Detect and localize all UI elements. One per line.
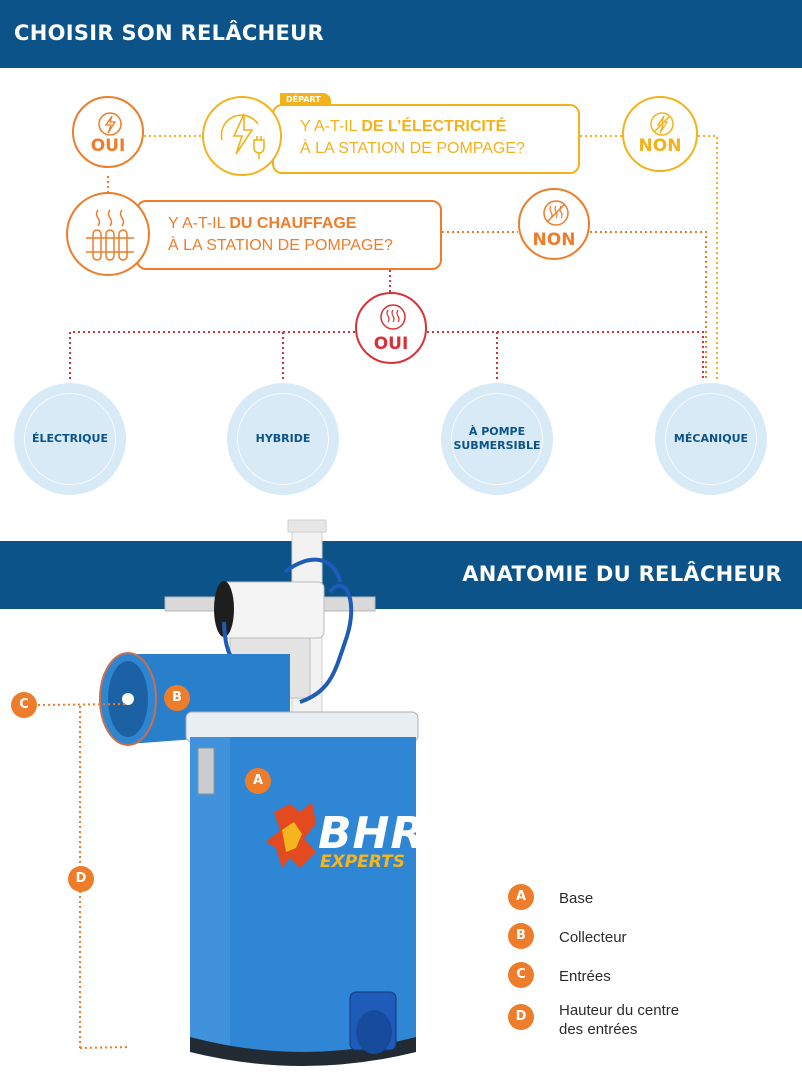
badge-c: C [11,692,37,718]
brand-logo-text: BHR [318,808,426,859]
legend-text-c: Entrées [559,968,611,985]
connector-non2-mecanique [590,231,707,380]
connector-non1-mecanique [698,135,718,380]
answer-oui-heating: OUI [355,292,427,364]
radiator-icon [86,209,134,261]
header-choose: CHOISIR SON RELÂCHEUR [0,0,802,68]
legend-badge-c: C [508,962,534,988]
legend-badge-b: B [508,923,534,949]
lift-station-illustration [37,519,419,1066]
header-anatomy-title: ANATOMIE DU RELÂCHEUR [462,562,782,586]
flow-connectors [69,135,718,381]
question-electricity-text: Y A-T-IL DE L’ÉLECTRICITÉ À LA STATION D… [300,118,525,157]
connector-oui2-electrique [69,331,355,381]
answer-oui-electricity: OUI [72,96,144,168]
header-choose-title: CHOISIR SON RELÂCHEUR [14,21,324,45]
start-tag: DÉPART [280,93,331,106]
type-mecanique: MÉCANIQUE [655,383,767,495]
connector-oui2-mecanique [427,331,704,381]
legend-text-d: Hauteur du centre des entrées [559,1002,680,1038]
no-electricity-icon [650,112,674,136]
badge-a: A [245,768,271,794]
legend-badge-d: D [508,1004,534,1030]
type-electrique: ÉLECTRIQUE [14,383,126,495]
badge-d: D [68,866,94,892]
lightning-icon [98,112,122,136]
question-heating-icon-circle [66,192,150,276]
type-hybride: HYBRIDE [227,383,339,495]
question-heating-text: Y A-T-IL DU CHAUFFAGE À LA STATION DE PO… [168,215,393,254]
question-electricity-icon-circle [202,96,282,176]
badge-b: B [164,685,190,711]
header-anatomy: ANATOMIE DU RELÂCHEUR [0,541,802,609]
legend-text-b: Collecteur [559,929,627,946]
heat-icon [380,304,406,330]
electricity-plug-icon [220,113,265,159]
answer-non-heating: NON [518,188,590,260]
answer-non-electricity: NON [622,96,698,172]
question-heating-box [136,200,442,270]
no-heat-icon [543,200,569,226]
brand-logo-sub: EXPERTS [320,852,405,872]
bhr-logo [266,802,316,868]
legend-badge-a: A [508,884,534,910]
legend-text-a: Base [559,890,594,907]
question-electricity-box [272,104,580,174]
